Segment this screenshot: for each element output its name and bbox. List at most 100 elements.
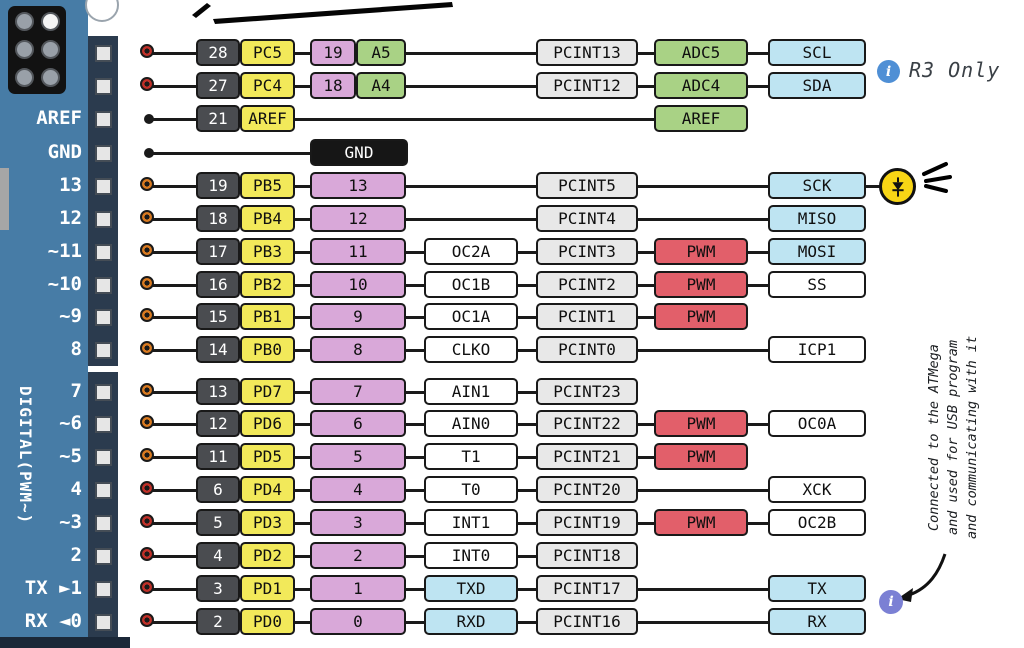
board-connector-tab [0, 168, 9, 230]
box-pcint0: PCINT0 [536, 336, 638, 363]
box-pcint23: PCINT23 [536, 378, 638, 405]
box-pd0: PD0 [240, 608, 295, 635]
box-pd7: PD7 [240, 378, 295, 405]
pin-dot [140, 210, 154, 224]
box-17: 17 [196, 238, 240, 265]
usb-note-line: and used for USB program [945, 339, 961, 536]
box-18: 18 [310, 72, 356, 99]
box-pcint2: PCINT2 [536, 271, 638, 298]
box-13: 13 [196, 378, 240, 405]
box-sck: SCK [768, 172, 866, 199]
box-pcint1: PCINT1 [536, 303, 638, 330]
box-pcint3: PCINT3 [536, 238, 638, 265]
icsp-pin [15, 40, 34, 59]
pin-dot [140, 77, 154, 91]
box-pd3: PD3 [240, 509, 295, 536]
box-mosi: MOSI [768, 238, 866, 265]
connector-line [148, 52, 860, 55]
box-pcint4: PCINT4 [536, 205, 638, 232]
info-icon-r3: i [877, 60, 900, 83]
box-pwm: PWM [654, 443, 748, 470]
board-pin-label: AREF [36, 107, 82, 129]
board-pin-label: 7 [70, 380, 82, 402]
header-socket [95, 614, 112, 631]
box-12: 12 [196, 410, 240, 437]
box-3: 3 [310, 509, 406, 536]
board-pin-label: ~10 [47, 273, 82, 295]
box-16: 16 [196, 271, 240, 298]
icsp-header [8, 6, 66, 94]
header-socket [95, 548, 112, 565]
box-19: 19 [310, 39, 356, 66]
box-11: 11 [310, 238, 406, 265]
box-pd4: PD4 [240, 476, 295, 503]
pin-dot [140, 44, 154, 58]
board-pin-label: GND [47, 141, 82, 163]
box-4: 4 [196, 542, 240, 569]
box-sda: SDA [768, 72, 866, 99]
header-socket [95, 45, 112, 62]
box-pcint20: PCINT20 [536, 476, 638, 503]
box-5: 5 [310, 443, 406, 470]
box-2: 2 [196, 608, 240, 635]
box-oc1a: OC1A [424, 303, 518, 330]
pin-dot [140, 448, 154, 462]
box-6: 6 [196, 476, 240, 503]
box-pcint17: PCINT17 [536, 575, 638, 602]
box-pb4: PB4 [240, 205, 295, 232]
box-pb5: PB5 [240, 172, 295, 199]
board-pin-label: ~5 [59, 445, 82, 467]
header-socket [95, 449, 112, 466]
box-oc0a: OC0A [768, 410, 866, 437]
box-tx: TX [768, 575, 866, 602]
box-21: 21 [196, 105, 240, 132]
box-rx: RX [768, 608, 866, 635]
header-socket [95, 309, 112, 326]
board-pin-label: ~3 [59, 511, 82, 533]
box-28: 28 [196, 39, 240, 66]
box-7: 7 [310, 378, 406, 405]
pin-dot [140, 514, 154, 528]
info-icon-usb: i [879, 590, 903, 614]
header-socket [95, 581, 112, 598]
box-4: 4 [310, 476, 406, 503]
pin-dot [140, 415, 154, 429]
box-0: 0 [310, 608, 406, 635]
box-t1: T1 [424, 443, 518, 470]
diode-symbol [891, 176, 904, 197]
header-socket [95, 145, 112, 162]
connector-line [148, 152, 360, 155]
usb-note: Connected to the ATMega and used for USB… [926, 280, 980, 595]
header-socket [95, 384, 112, 401]
pin-dot [140, 613, 154, 627]
box-pb3: PB3 [240, 238, 295, 265]
box-pd2: PD2 [240, 542, 295, 569]
box-pcint5: PCINT5 [536, 172, 638, 199]
box-pcint18: PCINT18 [536, 542, 638, 569]
box-pb1: PB1 [240, 303, 295, 330]
box-2: 2 [310, 542, 406, 569]
info-glyph: i [888, 594, 894, 610]
pin-dot [140, 276, 154, 290]
box-pcint19: PCINT19 [536, 509, 638, 536]
box-gnd: GND [310, 139, 408, 166]
pin-dot [140, 481, 154, 495]
pin-dot [140, 308, 154, 322]
header-socket [95, 78, 112, 95]
connector-line [148, 218, 860, 221]
header-socket [95, 244, 112, 261]
board-pin-label: 2 [70, 544, 82, 566]
box-pwm: PWM [654, 509, 748, 536]
box-15: 15 [196, 303, 240, 330]
board-pin-label: ~6 [59, 412, 82, 434]
box-ain1: AIN1 [424, 378, 518, 405]
connector-line [148, 118, 740, 121]
header-socket [95, 111, 112, 128]
header-socket [95, 178, 112, 195]
box-oc2a: OC2A [424, 238, 518, 265]
pin-dot [140, 383, 154, 397]
box-int0: INT0 [424, 542, 518, 569]
box-pb2: PB2 [240, 271, 295, 298]
marker-swoosh [192, 2, 453, 24]
